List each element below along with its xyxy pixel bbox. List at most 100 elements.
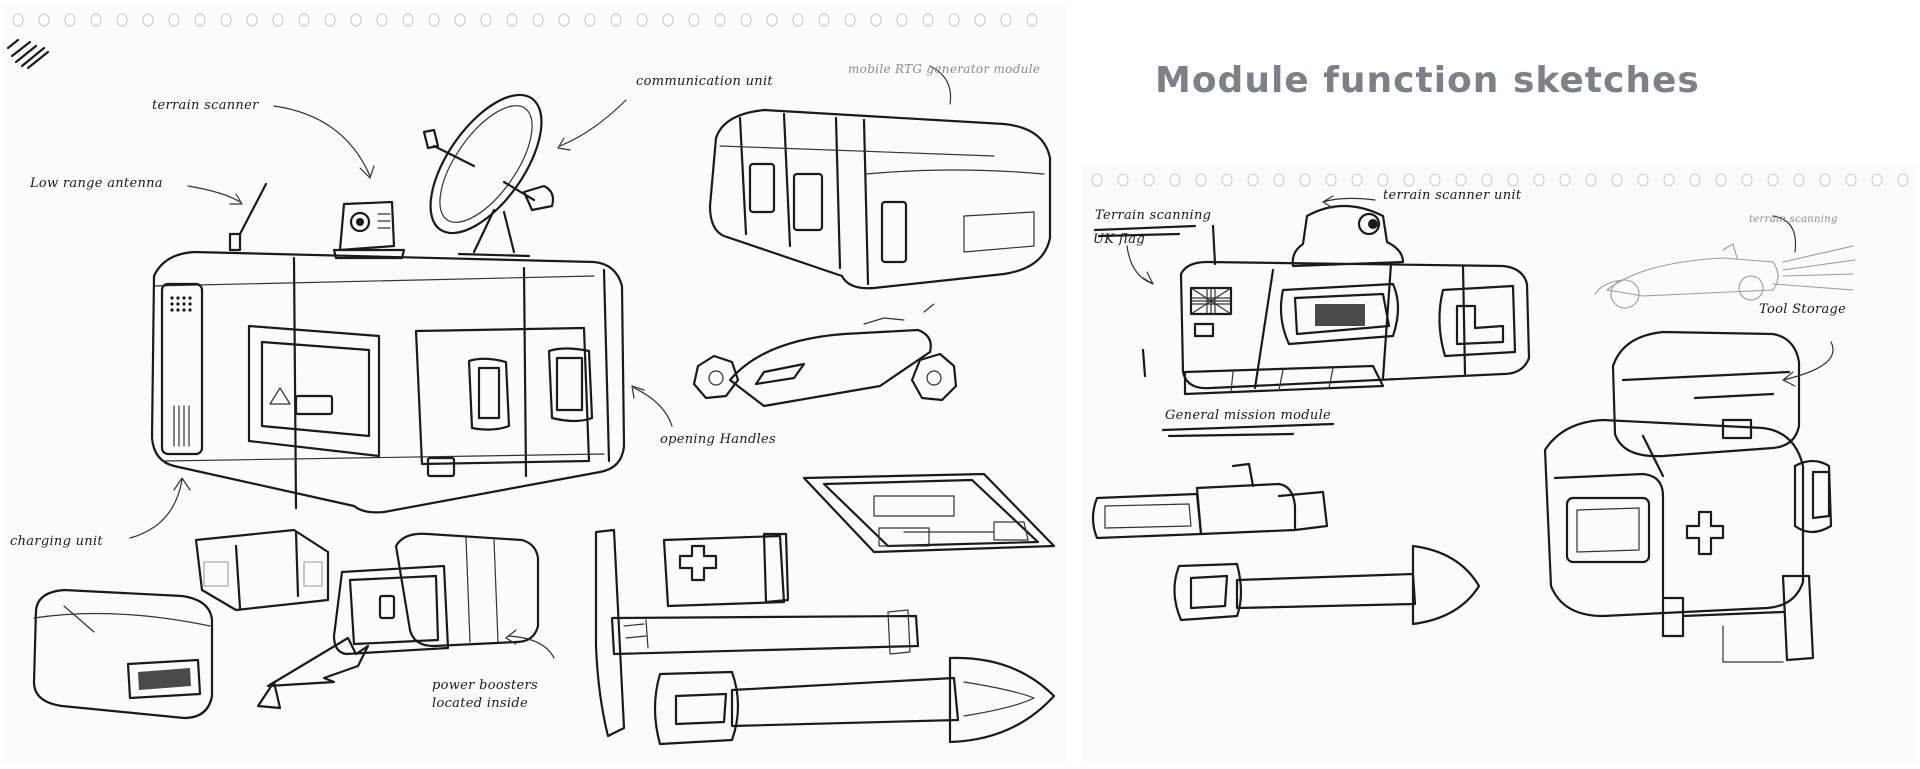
binding-hole (740, 13, 752, 27)
note-located-inside: located inside (432, 696, 528, 711)
binding-hole (870, 13, 882, 27)
binding-hole (558, 13, 570, 27)
binding-hole (1195, 173, 1207, 187)
binding-hole (220, 13, 232, 27)
binding-hole (610, 13, 622, 27)
right-shovel-sketch (1173, 544, 1481, 626)
rover-sketch (692, 303, 958, 408)
binding-hole (116, 13, 128, 27)
note-low-range-antenna: Low range antenna (30, 176, 163, 191)
pickaxe-sketch (594, 528, 920, 738)
binding-hole (12, 13, 24, 27)
binding-hole (168, 13, 180, 27)
car-sketch (1594, 243, 1856, 309)
spiral-binding-holes (12, 13, 1038, 27)
binding-hole (376, 13, 388, 27)
binding-hole (1793, 173, 1805, 187)
binding-hole (480, 13, 492, 27)
binding-hole (142, 13, 154, 27)
binding-hole (974, 13, 986, 27)
sketch-page-left: terrain scanner communication unit mobil… (4, 6, 1064, 763)
binding-hole (1819, 173, 1831, 187)
rtg-generator-sketch (708, 108, 1052, 290)
binding-hole (818, 13, 830, 27)
binding-hole (1871, 173, 1883, 187)
note-general-mission-module: General mission module (1165, 408, 1332, 423)
binding-hole (662, 13, 674, 27)
binding-hole (688, 13, 700, 27)
binding-hole (1611, 173, 1623, 187)
note-uk-flag: UK flag (1093, 232, 1145, 247)
tool-tray-sketch (802, 472, 1056, 554)
binding-hole (1351, 173, 1363, 187)
note-charging-unit: charging unit (10, 534, 103, 549)
charging-box-sketch (32, 588, 214, 720)
power-booster-sketch (332, 532, 540, 656)
binding-hole (90, 13, 102, 27)
note-terrain-scanner-unit: terrain scanner unit (1383, 188, 1522, 203)
binding-hole (1585, 173, 1597, 187)
binding-hole (1091, 173, 1103, 187)
binding-hole (714, 13, 726, 27)
binding-hole (246, 13, 258, 27)
binding-hole (1143, 173, 1155, 187)
box-sketch (194, 528, 330, 612)
binding-hole (1403, 173, 1415, 187)
arrow-sketch (256, 636, 370, 710)
binding-hole (1715, 173, 1727, 187)
binding-hole (532, 13, 544, 27)
binding-hole (1689, 173, 1701, 187)
binding-hole (1000, 13, 1012, 27)
binding-hole (350, 13, 362, 27)
binding-hole (1325, 173, 1337, 187)
binding-hole (1481, 173, 1493, 187)
binding-hole (948, 13, 960, 27)
binding-hole (766, 13, 778, 27)
binding-hole (1741, 173, 1753, 187)
binding-hole (584, 13, 596, 27)
binding-hole (636, 13, 648, 27)
general-mission-module-sketch (1141, 204, 1531, 396)
page-title: Module function sketches (1155, 60, 1700, 101)
binding-hole (1117, 173, 1129, 187)
binding-hole (194, 13, 206, 27)
binding-hole (1169, 173, 1181, 187)
binding-hole (38, 13, 50, 27)
binding-hole (1221, 173, 1233, 187)
binding-hole (298, 13, 310, 27)
note-tool-storage: Tool Storage (1759, 302, 1847, 317)
shovel-sketch (653, 656, 1056, 746)
binding-hole (1767, 173, 1779, 187)
binding-hole (1377, 173, 1389, 187)
binding-hole (506, 13, 518, 27)
binding-hole (64, 13, 76, 27)
note-terrain-scanning-small: terrain scanning (1749, 214, 1838, 225)
right-sketch-drawings (1091, 195, 1856, 663)
binding-hole (1897, 173, 1909, 187)
binding-hole (1507, 173, 1519, 187)
binding-hole (844, 13, 856, 27)
binding-hole (1637, 173, 1649, 187)
tool-storage-sketch (1543, 330, 1833, 618)
binding-hole (1247, 173, 1259, 187)
main-module-sketch (150, 93, 626, 514)
binding-hole (428, 13, 440, 27)
chainsaw-sketch (1091, 462, 1329, 540)
note-terrain-scanning: Terrain scanning (1095, 208, 1212, 223)
binding-hole (1429, 173, 1441, 187)
binding-hole (1845, 173, 1857, 187)
note-power-boosters: power boosters (432, 678, 538, 693)
binding-hole (454, 13, 466, 27)
binding-hole (1533, 173, 1545, 187)
spiral-binding-holes (1091, 173, 1909, 187)
binding-hole (1299, 173, 1311, 187)
binding-hole (1559, 173, 1571, 187)
binding-hole (1026, 13, 1038, 27)
left-sketch-drawings (6, 38, 1056, 746)
hammer-sketch (1661, 574, 1815, 662)
binding-hole (402, 13, 414, 27)
sketch-page-right: Terrain scanning terrain scanner unit te… (1083, 166, 1915, 763)
binding-hole (1455, 173, 1467, 187)
binding-hole (272, 13, 284, 27)
note-opening-handles: opening Handles (660, 432, 777, 447)
